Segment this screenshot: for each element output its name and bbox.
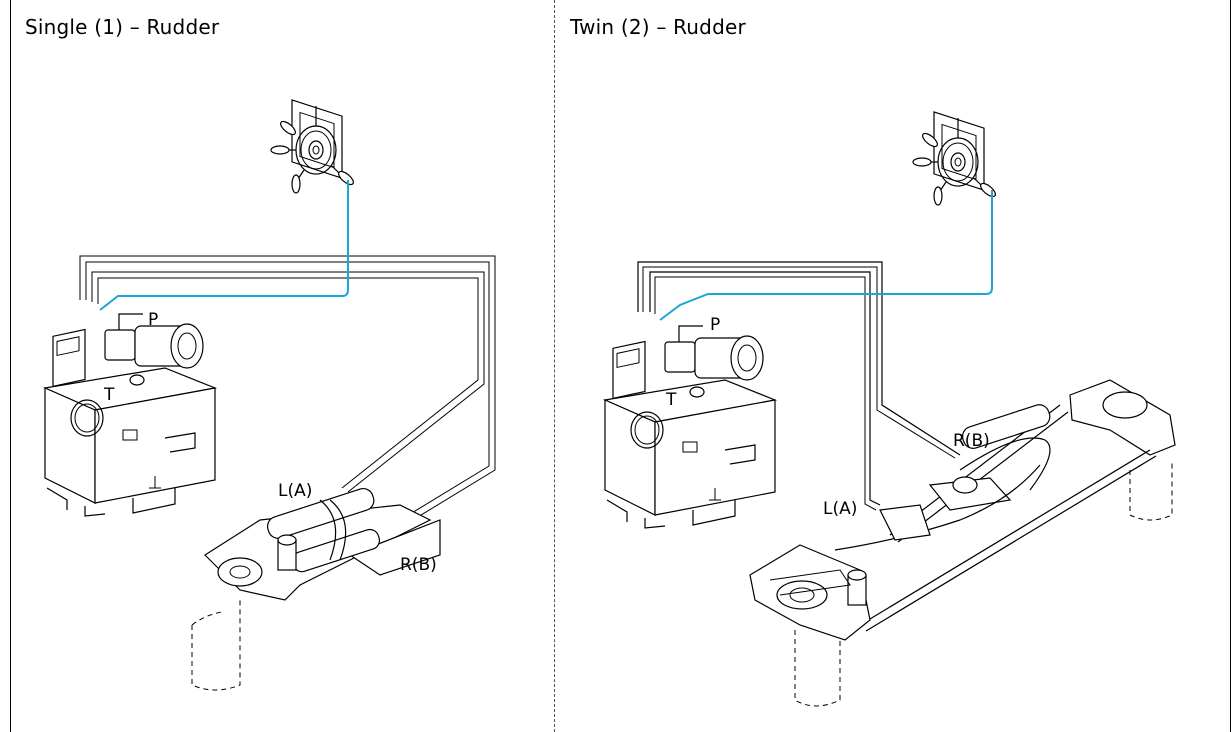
panel-divider xyxy=(554,0,555,732)
panel-title-single: Single (1) – Rudder xyxy=(25,15,220,39)
label-port-b-left: R(B) xyxy=(400,555,437,575)
panel-title-twin: Twin (2) – Rudder xyxy=(570,15,746,39)
hydraulic-power-unit-icon xyxy=(44,313,216,517)
label-pump-left: P xyxy=(148,310,158,330)
rudder-stock-icon xyxy=(794,460,1173,707)
rudder-cylinder-icon xyxy=(749,379,1176,641)
label-port-a-right: L(A) xyxy=(823,499,857,519)
label-port-a-left: L(A) xyxy=(278,481,312,501)
steering-wheel-icon xyxy=(270,99,357,194)
label-pump-right: P xyxy=(710,315,720,335)
rudder-cylinder-icon xyxy=(204,488,441,601)
rudder-stock-icon xyxy=(191,600,241,691)
signal-line-left xyxy=(99,180,349,311)
label-tank-left: T xyxy=(103,385,115,405)
label-tank-right: T xyxy=(665,390,677,410)
signal-line-right xyxy=(659,190,993,321)
steering-wheel-icon xyxy=(912,111,999,206)
label-port-b-right: R(B) xyxy=(953,431,990,451)
hydraulic-power-unit-icon xyxy=(604,325,776,529)
